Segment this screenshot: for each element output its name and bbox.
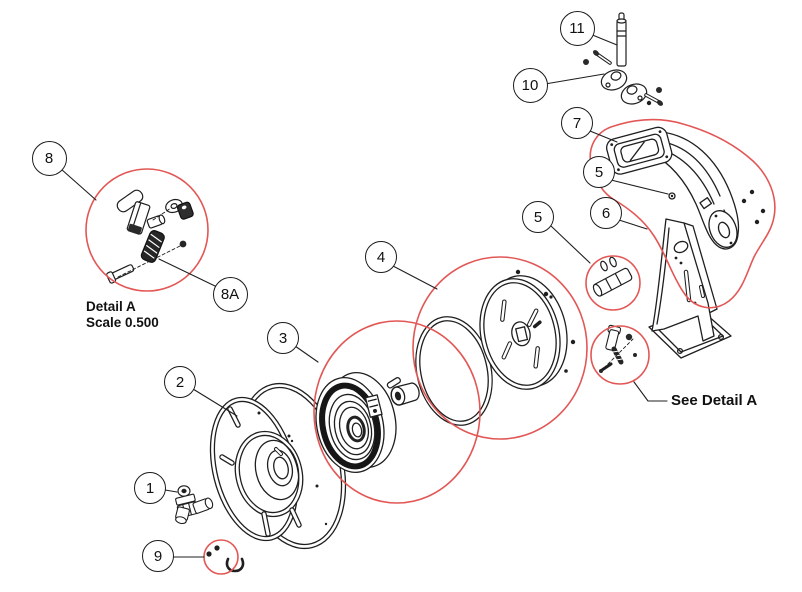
see-detail-a-label: See Detail A bbox=[671, 392, 758, 409]
balloon-10: 10 bbox=[512, 67, 548, 103]
balloon-2: 2 bbox=[164, 366, 196, 398]
detail-a-title: Detail A bbox=[86, 299, 136, 314]
balloon-3: 3 bbox=[267, 322, 299, 354]
balloon-6: 6 bbox=[590, 197, 622, 229]
hub-key bbox=[386, 377, 401, 389]
highlight-pin-circle bbox=[585, 255, 641, 311]
detail-a-scale: Scale 0.500 bbox=[86, 315, 159, 330]
reel-side-disc bbox=[479, 269, 576, 390]
highlight-hub-ellipse bbox=[313, 320, 481, 504]
hub-spring-assembly bbox=[315, 371, 420, 474]
hub-pawl-window bbox=[364, 394, 383, 418]
highlight-ring-ellipse bbox=[412, 256, 588, 440]
inlet-elbow-fitting bbox=[175, 485, 214, 525]
balloon-5-lower: 5 bbox=[522, 201, 554, 233]
spool-screw-dots bbox=[257, 411, 328, 526]
arm-set-screw bbox=[668, 192, 676, 200]
balloon-8a: 8A bbox=[212, 276, 248, 312]
highlight-latch-circle bbox=[590, 325, 650, 385]
disc-screw-dots bbox=[515, 269, 576, 373]
balloon-8: 8 bbox=[31, 140, 67, 176]
swivel-pin bbox=[616, 12, 627, 67]
pin-with-rings bbox=[592, 256, 633, 297]
see-detail-leader bbox=[633, 381, 668, 402]
mounting-bracket bbox=[648, 218, 732, 359]
arm-screw-dots bbox=[646, 100, 766, 225]
balloon-7: 7 bbox=[561, 107, 593, 139]
guide-arm bbox=[605, 100, 766, 250]
balloon-5-upper: 5 bbox=[583, 156, 615, 188]
hub-bushing bbox=[390, 382, 420, 406]
balloon-4: 4 bbox=[365, 241, 397, 273]
o-ring bbox=[415, 316, 493, 426]
highlight-detail-a-circle bbox=[85, 168, 209, 292]
balloon-1: 1 bbox=[134, 472, 166, 504]
highlight-clip-circle bbox=[203, 539, 239, 575]
swivel-clamp-assembly bbox=[583, 50, 664, 106]
spool-slots bbox=[219, 406, 302, 537]
leader-lines bbox=[60, 33, 669, 558]
clamp-screws bbox=[583, 50, 664, 106]
disc-spokes bbox=[500, 299, 542, 369]
latch-detail-a bbox=[106, 189, 194, 284]
u-clip bbox=[206, 545, 245, 573]
arm-pad bbox=[605, 126, 673, 175]
balloon-11: 11 bbox=[559, 10, 595, 46]
balloon-9: 9 bbox=[142, 540, 174, 572]
arm-roller bbox=[699, 197, 738, 248]
highlight-arm-outline bbox=[589, 118, 776, 309]
detail-a-spring bbox=[140, 230, 165, 263]
latch-location bbox=[599, 324, 637, 373]
